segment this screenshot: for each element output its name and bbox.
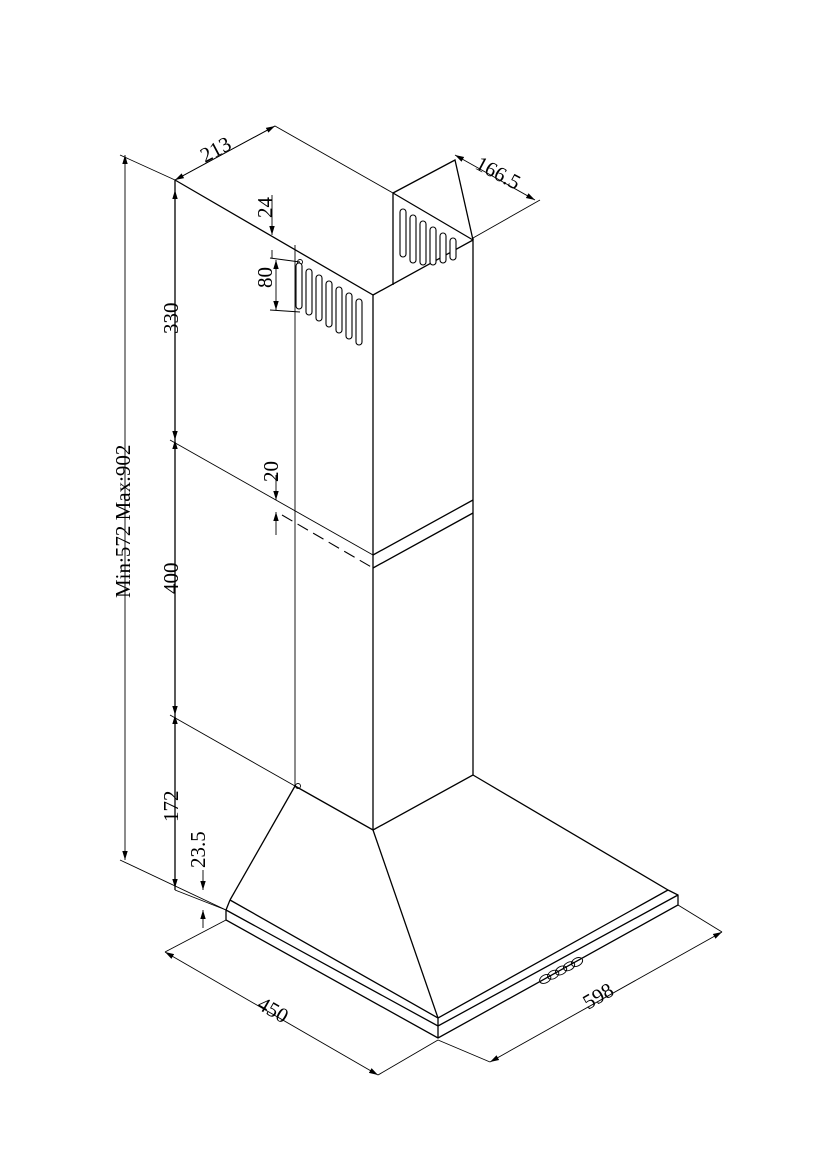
lower-chimney-label: 400 [159,563,183,595]
canopy-front-edge [372,829,439,1019]
base-rim [225,889,679,1039]
slot-offset-label: 24 [253,197,277,219]
overlap-label: 20 [259,461,283,482]
canopy-right [472,774,669,891]
total-height-label: Min:572 Max:902 [111,445,135,598]
flue-section [392,159,474,285]
vent-slots-front [295,262,363,346]
canopy-height-label: 172 [159,791,183,823]
mount-screw [295,783,301,789]
rim-height-label: 23.5 [186,831,210,868]
chimney-depth-label: 213 [196,131,235,167]
hood-body [174,125,679,1039]
upper-chimney-label: 330 [159,303,183,335]
chimney-left-face [174,179,374,832]
canopy-left [229,785,296,901]
vent-slots-flue [399,208,457,266]
chimney-right-face [372,238,474,831]
flue-width-label: 166.5 [472,151,525,194]
canopy-back-edge [174,889,227,911]
overlap-band [372,499,474,569]
dimension-lines [119,125,723,1076]
slot-height-label: 80 [253,267,277,288]
overlap-hidden-line [281,514,374,569]
